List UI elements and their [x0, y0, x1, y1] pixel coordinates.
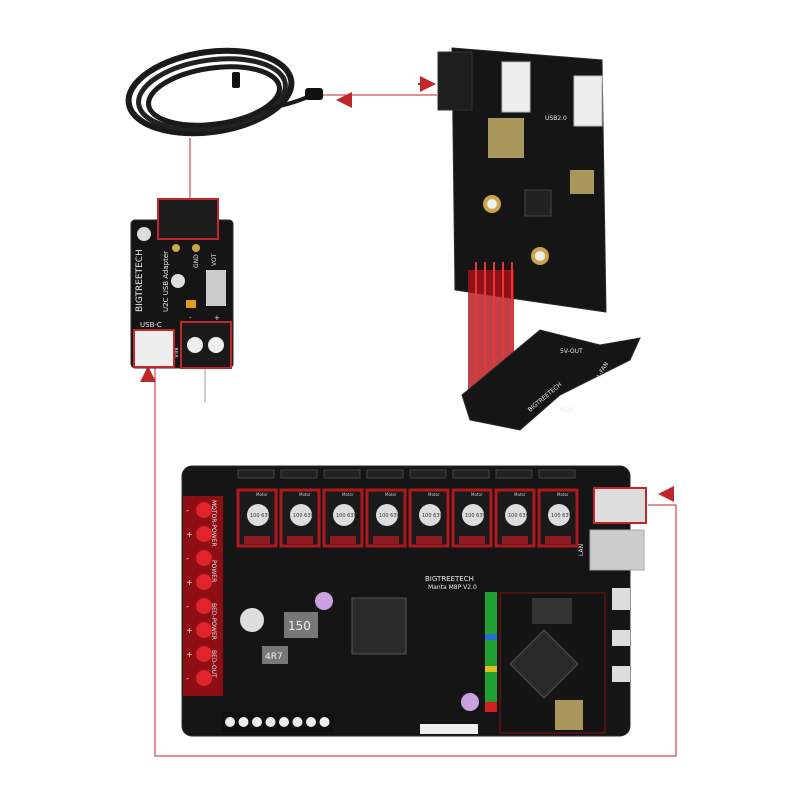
wire-adapter-to-mainboard [140, 366, 677, 757]
mainboard-model: Manta M8P V2.0 [428, 584, 477, 591]
stepper-driver-socket: 100 63V Motor [322, 488, 364, 548]
motor-connector[interactable] [280, 469, 318, 479]
motor-connector[interactable] [323, 469, 361, 479]
adapter-name: U2C USB Adapter [162, 251, 170, 312]
motor-connector[interactable] [366, 469, 404, 479]
mainboard-ethernet-port[interactable] [589, 529, 645, 571]
mainboard-brand: BIGTREETECH [425, 575, 474, 583]
capacitor-label: 100 63V [551, 513, 572, 519]
stepper-driver-socket: 100 63V Motor [236, 488, 278, 548]
mainboard-hdmi-port[interactable] [612, 630, 630, 646]
inductor-4r7: 4R7 [265, 652, 283, 662]
endstop-screw-terminal[interactable] [222, 712, 334, 732]
terminal-screw[interactable] [196, 670, 212, 686]
mcu-chip [351, 597, 407, 655]
label-bed-power: BED-POWER [210, 603, 217, 640]
label-power: POWER [210, 560, 217, 582]
lan-label: LAN [578, 544, 585, 556]
inductor-150: 150 [288, 619, 311, 633]
driver-label: Motor [256, 492, 268, 497]
adapter-vin-label: VIN [173, 348, 180, 358]
adapter-brand: BIGTREETECH [135, 249, 145, 312]
driver-label: Motor [428, 492, 440, 497]
wire-cable-to-toolhead [323, 76, 437, 108]
stepper-driver-socket: 100 63V Motor [408, 488, 450, 548]
capacitor-label: 100 63V [293, 513, 314, 519]
driver-label: Motor [299, 492, 311, 497]
toolhead-usb-connector[interactable] [437, 51, 473, 111]
terminal-polarity: - [186, 554, 189, 563]
driver-label: Motor [342, 492, 354, 497]
stepper-driver-socket: 100 63V Motor [279, 488, 321, 548]
adapter-plus: + [214, 314, 220, 322]
terminal-screw[interactable] [196, 526, 212, 542]
gpio-header [485, 592, 497, 712]
driver-label: Motor [557, 492, 569, 497]
stepper-driver-socket: 100 63V Motor [494, 488, 536, 548]
terminal-screw[interactable] [196, 550, 212, 566]
terminal-polarity: - [186, 674, 189, 683]
terminal-polarity: + [186, 530, 193, 539]
adapter-minus: - [189, 314, 192, 322]
terminal-polarity: - [186, 506, 189, 515]
adapter-power-terminal[interactable] [180, 321, 232, 369]
toolhead-rgb-label: RGB [560, 407, 573, 414]
motor-connector[interactable] [452, 469, 490, 479]
usb-cable-coil-icon [125, 47, 323, 137]
capacitor-label: 100 63V [422, 513, 443, 519]
terminal-screw[interactable] [196, 598, 212, 614]
usb-adapter-board: BIGTREETECH U2C USB Adapter GND VOT USB-… [130, 198, 234, 369]
cm4-module [499, 592, 606, 734]
mainboard-usb-a-port[interactable] [593, 487, 647, 524]
toolhead-board: USB2.0 5V-OUT L-FAN RGB BIGTREETECH [437, 47, 641, 431]
terminal-screw[interactable] [196, 502, 212, 518]
mainboard-power-terminals[interactable]: - + - + - + + - [183, 496, 223, 696]
motor-connector[interactable] [495, 469, 533, 479]
stepper-driver-socket: 100 63V Motor [537, 488, 579, 548]
label-bed-out: BED-OUT [210, 650, 217, 678]
mainboard: - + - + - + + - MOTOR-POWER POWER BED-POWER BED… [181, 465, 647, 737]
terminal-screw[interactable] [196, 646, 212, 662]
adapter-usbc-label: USB-C [140, 321, 162, 329]
terminal-polarity: - [186, 602, 189, 611]
driver-label: Motor [514, 492, 526, 497]
driver-label: Motor [385, 492, 397, 497]
stepper-driver-socket: 100 63V Motor [365, 488, 407, 548]
adapter-gnd-label: GND [193, 254, 200, 268]
toolhead-usb-label: USB2.0 [545, 115, 567, 122]
motor-connector[interactable] [237, 469, 275, 479]
capacitor-label: 100 63V [465, 513, 486, 519]
toolhead-5v-out-label: 5V-OUT [560, 348, 583, 355]
motor-connector[interactable] [409, 469, 447, 479]
terminal-polarity: + [186, 626, 193, 635]
capacitor-label: 100 63V [379, 513, 400, 519]
mainboard-usb-c-port[interactable] [612, 588, 630, 610]
mainboard-usb-port-2[interactable] [612, 666, 630, 682]
terminal-polarity: + [186, 650, 193, 659]
stepper-driver-socket: 100 63V Motor [451, 488, 493, 548]
terminal-screw[interactable] [196, 574, 212, 590]
driver-label: Motor [471, 492, 483, 497]
terminal-screw[interactable] [196, 622, 212, 638]
capacitor-label: 100 63V [250, 513, 271, 519]
terminal-polarity: + [186, 578, 193, 587]
adapter-can-connector [157, 198, 219, 240]
adapter-usb-c-port[interactable] [133, 329, 175, 368]
adapter-vot-label: VOT [211, 253, 218, 266]
capacitor-label: 100 63V [336, 513, 357, 519]
motor-connector[interactable] [538, 469, 576, 479]
label-motor-power: MOTOR-POWER [210, 500, 217, 547]
capacitor-label: 100 63V [508, 513, 529, 519]
